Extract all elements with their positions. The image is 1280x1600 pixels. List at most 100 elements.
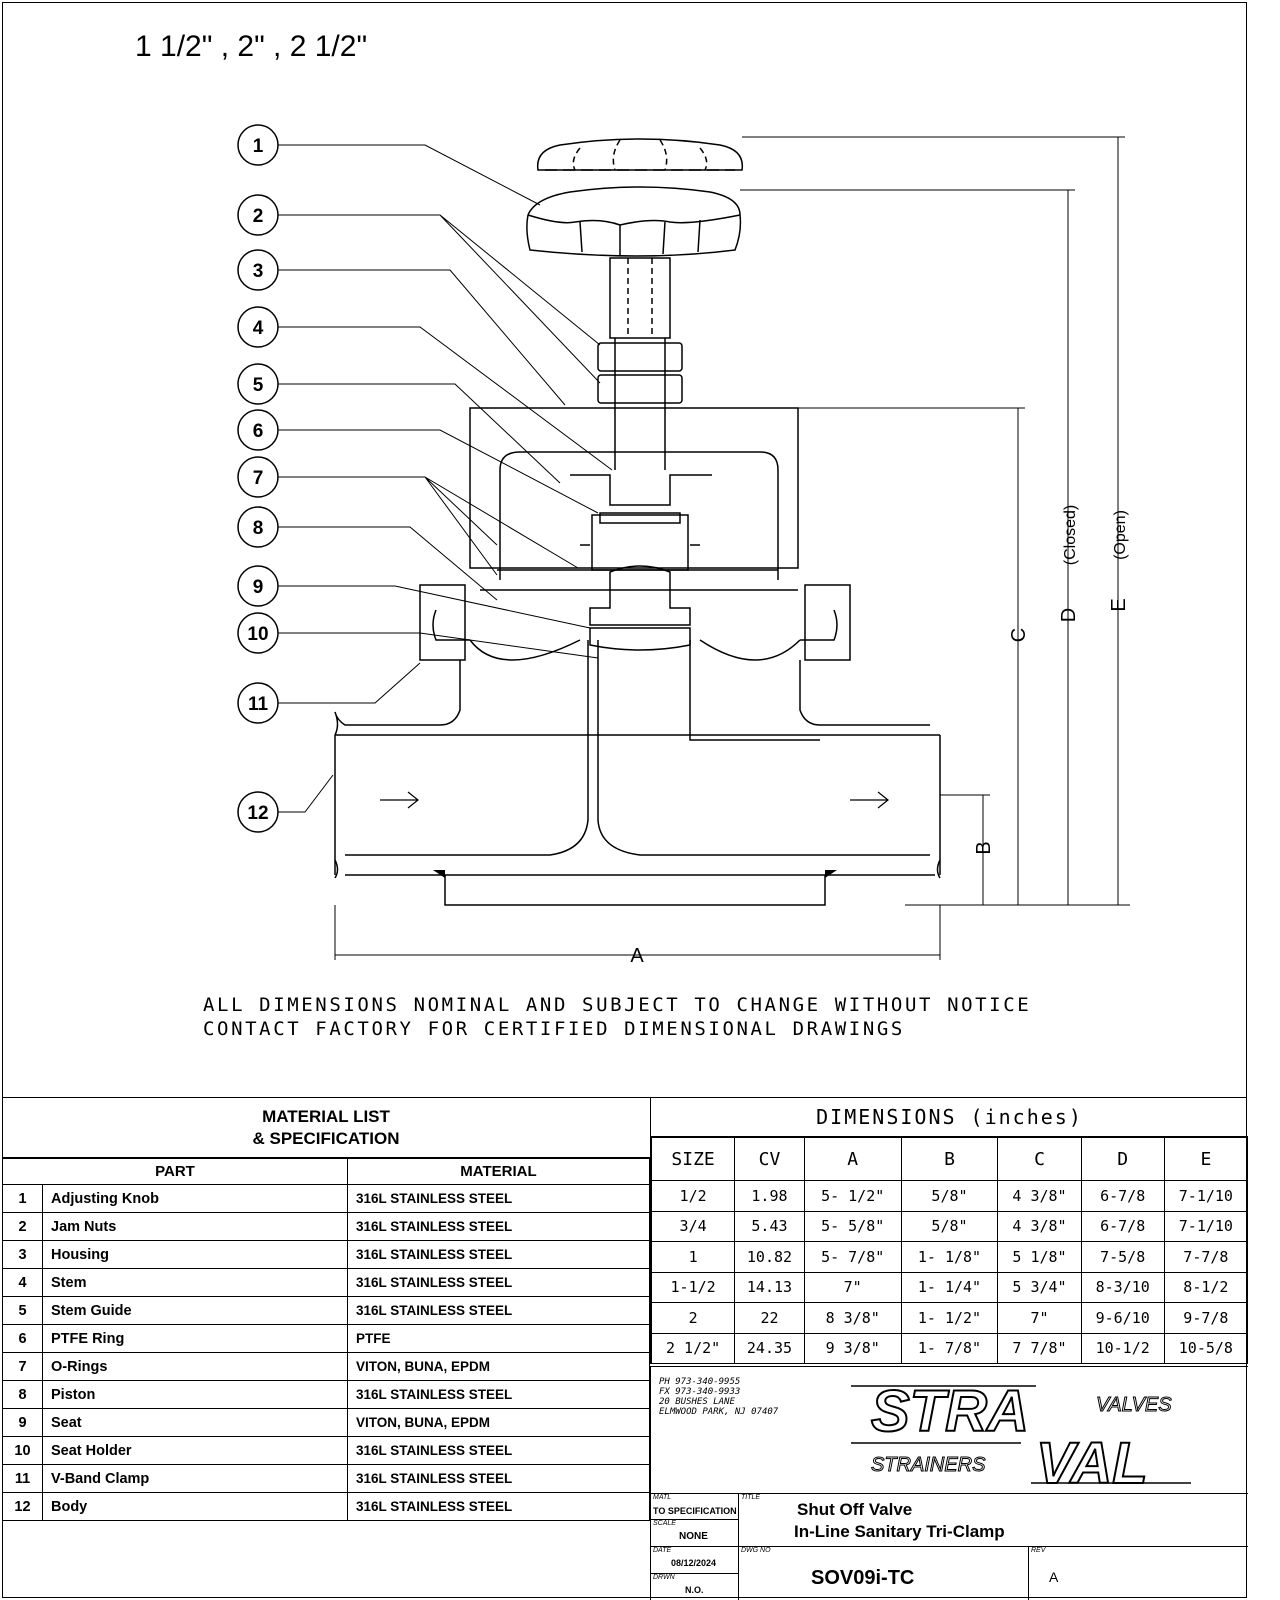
- matl-cell: MATL TO SPECIFICATION: [651, 1494, 739, 1520]
- col-material: MATERIAL: [347, 1158, 650, 1185]
- dim-cell: 2 1/2": [650, 1332, 736, 1364]
- dim-cell: 5 1/8": [997, 1241, 1082, 1273]
- balloon-2: [237, 194, 279, 236]
- dimension-lines: [334, 136, 1130, 960]
- jam-nuts: [597, 342, 683, 404]
- dim-cell: 5.43: [734, 1210, 805, 1242]
- material-list-title: MATERIAL LIST & SPECIFICATION: [2, 1098, 650, 1158]
- dim-cell: 7": [803, 1271, 902, 1303]
- valve-cross-section-drawing: 1 2 3 4 5 6 7 8 9 10 11 12 A B C D E (Cl…: [237, 124, 1130, 967]
- logo-stra: STRA: [871, 1379, 1029, 1444]
- balloon-4: [237, 306, 279, 348]
- material-cell-material: 316L STAINLESS STEEL: [347, 1492, 650, 1521]
- material-cell-n: 9: [2, 1408, 43, 1437]
- dim-cell: 8-1/2: [1163, 1271, 1249, 1303]
- dim-cell: 6-7/8: [1080, 1180, 1165, 1212]
- balloon-10: [237, 612, 279, 654]
- logo-val: VAL: [1036, 1431, 1148, 1491]
- dim-label-a: A: [630, 945, 644, 967]
- balloon-11: [237, 682, 279, 724]
- material-cell-material: 316L STAINLESS STEEL: [347, 1296, 650, 1325]
- balloon-3: [237, 249, 279, 291]
- material-cell-part: PTFE Ring: [42, 1324, 348, 1353]
- dim-cell: 6-7/8: [1080, 1210, 1165, 1242]
- material-cell-material: 316L STAINLESS STEEL: [347, 1268, 650, 1297]
- dim-label-e: E: [1108, 598, 1130, 611]
- material-cell-n: 2: [2, 1212, 43, 1241]
- dim-cell: 10.82: [734, 1241, 805, 1273]
- dim-cell: 8 3/8": [803, 1302, 902, 1334]
- rev-cell: REV A: [1031, 1547, 1059, 1585]
- dim-cell: 1-1/2: [650, 1271, 736, 1303]
- dim-cell: 9-7/8: [1163, 1302, 1249, 1334]
- dim-cell: 7-5/8: [1080, 1241, 1165, 1273]
- logo-valves: VALVES: [1096, 1394, 1172, 1416]
- material-cell-part: O-Rings: [42, 1352, 348, 1381]
- material-cell-n: 6: [2, 1324, 43, 1353]
- dim-label-d: D: [1058, 608, 1080, 622]
- adjusting-knob: [526, 186, 742, 257]
- material-cell-part: Piston: [42, 1380, 348, 1409]
- material-cell-material: 316L STAINLESS STEEL: [347, 1184, 650, 1213]
- bottom-tables: MATERIAL LIST & SPECIFICATION PART MATER…: [2, 1097, 1249, 1600]
- balloon-1: [237, 124, 279, 166]
- dim-cell: 14.13: [734, 1271, 805, 1303]
- dim-header: CV: [734, 1137, 805, 1181]
- dimensions-title: DIMENSIONS (inches): [651, 1098, 1248, 1137]
- dim-cell: 1/2: [650, 1180, 736, 1212]
- drwn-cell: DRWN N.O.: [651, 1574, 739, 1600]
- balloon-label-9: 9: [253, 577, 264, 598]
- dim-header: SIZE: [650, 1137, 736, 1181]
- dim-cell: 5- 1/2": [803, 1180, 902, 1212]
- material-cell-material: 316L STAINLESS STEEL: [347, 1212, 650, 1241]
- material-cell-part: Stem Guide: [42, 1296, 348, 1325]
- dim-cell: 7-7/8: [1163, 1241, 1249, 1273]
- material-cell-n: 5: [2, 1296, 43, 1325]
- part-balloons: [237, 124, 279, 833]
- balloon-label-3: 3: [253, 261, 264, 282]
- dim-cell: 24.35: [734, 1332, 805, 1364]
- dim-cell: 5/8": [900, 1210, 999, 1242]
- balloon-12: [237, 791, 279, 833]
- material-cell-n: 11: [2, 1464, 43, 1493]
- title-cell: TITLE Shut Off Valve In-Line Sanitary Tr…: [739, 1494, 1248, 1547]
- col-part: PART: [2, 1158, 348, 1185]
- balloon-label-12: 12: [247, 803, 268, 824]
- dim-label-open: (Open): [1112, 510, 1129, 560]
- balloon-8: [237, 506, 279, 548]
- dim-cell: 10-5/8: [1163, 1332, 1249, 1364]
- leader-lines: [278, 144, 613, 813]
- balloon-label-6: 6: [253, 421, 264, 442]
- material-cell-n: 7: [2, 1352, 43, 1381]
- seat-holder: [589, 627, 691, 651]
- dim-header: D: [1080, 1137, 1165, 1181]
- material-cell-material: VITON, BUNA, EPDM: [347, 1352, 650, 1381]
- material-list: MATERIAL LIST & SPECIFICATION PART MATER…: [2, 1098, 650, 1521]
- material-cell-part: Seat: [42, 1408, 348, 1437]
- dim-cell: 5- 7/8": [803, 1241, 902, 1273]
- dwg-no-cell: DWG NO SOV09i-TC: [739, 1547, 1029, 1600]
- balloon-label-7: 7: [253, 468, 264, 489]
- date-cell: DATE 08/12/2024: [651, 1547, 739, 1574]
- dim-cell: 5/8": [900, 1180, 999, 1212]
- dim-cell: 5- 5/8": [803, 1210, 902, 1242]
- dim-cell: 1: [650, 1241, 736, 1273]
- dim-cell: 4 3/8": [997, 1180, 1082, 1212]
- valve-body: [334, 639, 941, 906]
- balloon-6: [237, 409, 279, 451]
- material-cell-material: VITON, BUNA, EPDM: [347, 1408, 650, 1437]
- dim-label-b: B: [973, 841, 995, 854]
- material-cell-n: 3: [2, 1240, 43, 1269]
- dim-header: A: [803, 1137, 902, 1181]
- dim-cell: 9 3/8": [803, 1332, 902, 1364]
